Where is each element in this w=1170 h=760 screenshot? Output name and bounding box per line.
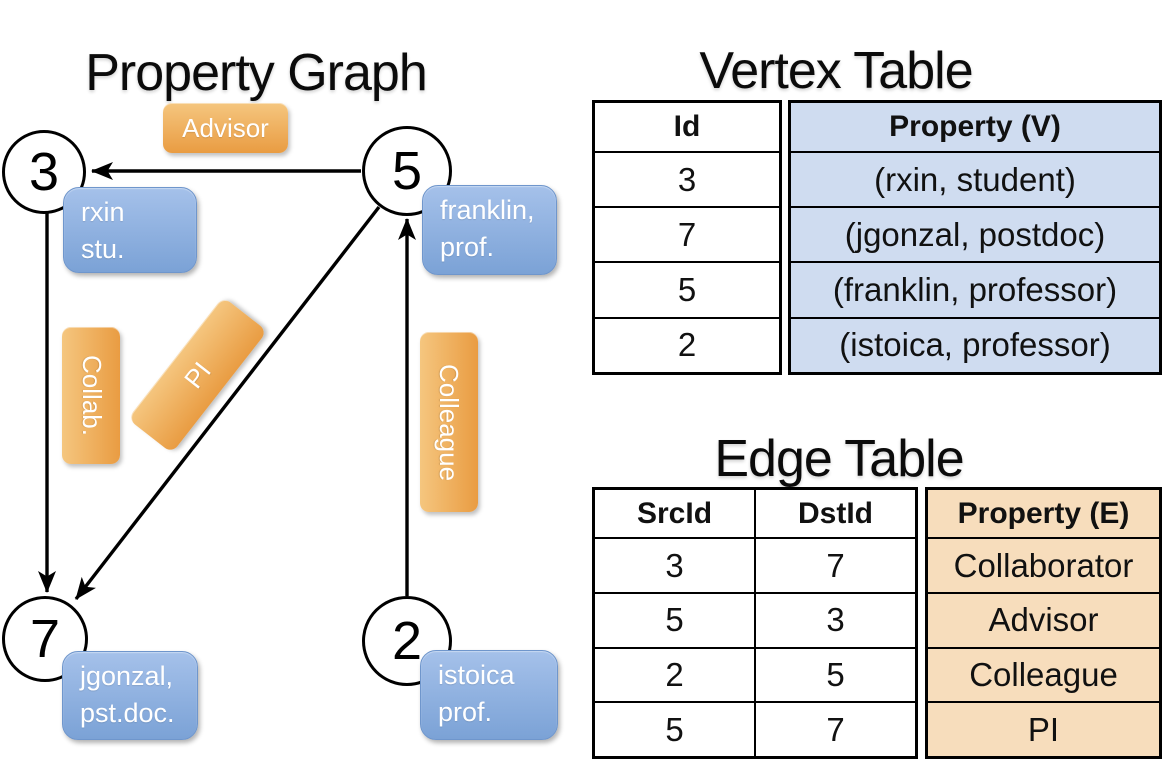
- table-row: 7: [592, 206, 782, 264]
- edge-property-cell: Advisor: [925, 591, 1162, 649]
- edge-line-pi: [74, 205, 381, 601]
- table-row: 2 5: [592, 646, 918, 704]
- edge-label-text: Collab.: [76, 355, 107, 436]
- vertex-id-cell: 3: [592, 150, 782, 209]
- vertex-table-id-column: Id 3 7 5 2: [592, 100, 782, 375]
- column-header-property-e: Property (E): [925, 487, 1162, 540]
- edge-dst-cell: 7: [754, 701, 918, 759]
- vertex-property-card-jgonzal: jgonzal, pst.doc.: [62, 651, 198, 740]
- graph-edges-layer: [38, 162, 416, 601]
- node-id-label: 7: [29, 609, 61, 669]
- edge-table-id-columns: SrcId DstId 3 7 5 3 2 5 5 7: [592, 487, 918, 759]
- table-header-row: SrcId DstId: [592, 487, 918, 540]
- table-row: PI: [925, 701, 1162, 759]
- edge-table-title: Edge Table: [714, 429, 964, 488]
- table-header-row: Property (E): [925, 487, 1162, 540]
- vertex-property-cell: (istoica, professor): [788, 316, 1162, 375]
- table-row: Collaborator: [925, 537, 1162, 594]
- vertex-property-line: jgonzal,: [80, 661, 174, 691]
- table-row: Advisor: [925, 591, 1162, 649]
- vertex-table-title: Vertex Table: [699, 41, 973, 100]
- vertex-property-cell: (franklin, professor): [788, 261, 1162, 319]
- column-header-property-v: Property (V): [788, 100, 1162, 153]
- vertex-table-property-column: Property (V) (rxin, student) (jgonzal, p…: [788, 100, 1162, 375]
- vertex-id-cell: 7: [592, 206, 782, 264]
- table-header-row: Id: [592, 100, 782, 153]
- edge-table-property-column: Property (E) Collaborator Advisor Collea…: [925, 487, 1162, 759]
- vertex-property-line: rxin: [81, 197, 125, 227]
- table-row: (franklin, professor): [788, 261, 1162, 319]
- vertex-property-line: franklin,: [440, 195, 535, 225]
- vertex-property-card-rxin: rxin stu.: [63, 187, 197, 273]
- edge-label-text: Advisor: [182, 112, 269, 143]
- table-row: Colleague: [925, 646, 1162, 704]
- column-header-id: Id: [592, 100, 782, 153]
- edge-property-cell: Colleague: [925, 646, 1162, 704]
- table-row: 5 3: [592, 591, 918, 649]
- edge-label-text: Colleague: [434, 363, 465, 481]
- vertex-property-line: prof.: [438, 697, 493, 727]
- vertex-property-line: stu.: [81, 234, 125, 264]
- edge-dst-cell: 5: [754, 646, 918, 704]
- table-row: 2: [592, 316, 782, 375]
- table-header-row: Property (V): [788, 100, 1162, 153]
- edge-src-cell: 5: [592, 591, 756, 649]
- edge-property-cell: Collaborator: [925, 537, 1162, 594]
- node-id-label: 5: [391, 141, 423, 201]
- edge-src-cell: 2: [592, 646, 756, 704]
- edge-label-text: PI: [177, 355, 217, 394]
- graph-node-5: 5: [362, 126, 452, 216]
- table-row: (jgonzal, postdoc): [788, 206, 1162, 264]
- edge-label-colleague: Colleague: [420, 332, 478, 512]
- vertex-property-cell: (jgonzal, postdoc): [788, 206, 1162, 264]
- table-row: 3: [592, 150, 782, 209]
- vertex-property-line: pst.doc.: [80, 698, 175, 728]
- table-row: 3 7: [592, 537, 918, 594]
- edge-property-cell: PI: [925, 701, 1162, 759]
- table-row: 5: [592, 261, 782, 319]
- vertex-property-cell: (rxin, student): [788, 150, 1162, 209]
- node-id-label: 3: [28, 142, 60, 202]
- edge-src-cell: 3: [592, 537, 756, 594]
- edge-label-advisor: Advisor: [163, 103, 288, 153]
- column-header-srcid: SrcId: [592, 487, 756, 540]
- table-row: (istoica, professor): [788, 316, 1162, 375]
- table-row: 5 7: [592, 701, 918, 759]
- node-id-label: 2: [391, 611, 423, 671]
- edge-dst-cell: 3: [754, 591, 918, 649]
- edge-src-cell: 5: [592, 701, 756, 759]
- vertex-property-line: istoica: [438, 660, 515, 690]
- vertex-id-cell: 2: [592, 316, 782, 375]
- edge-label-collab: Collab.: [62, 327, 120, 464]
- table-row: (rxin, student): [788, 150, 1162, 209]
- vertex-id-cell: 5: [592, 261, 782, 319]
- vertex-property-card-franklin: franklin, prof.: [422, 185, 557, 275]
- vertex-property-line: prof.: [440, 232, 495, 262]
- property-graph-title: Property Graph: [85, 43, 428, 102]
- graph-node-2: 2: [362, 596, 452, 686]
- column-header-dstid: DstId: [754, 487, 918, 540]
- edge-dst-cell: 7: [754, 537, 918, 594]
- vertex-property-card-istoica: istoica prof.: [420, 650, 558, 740]
